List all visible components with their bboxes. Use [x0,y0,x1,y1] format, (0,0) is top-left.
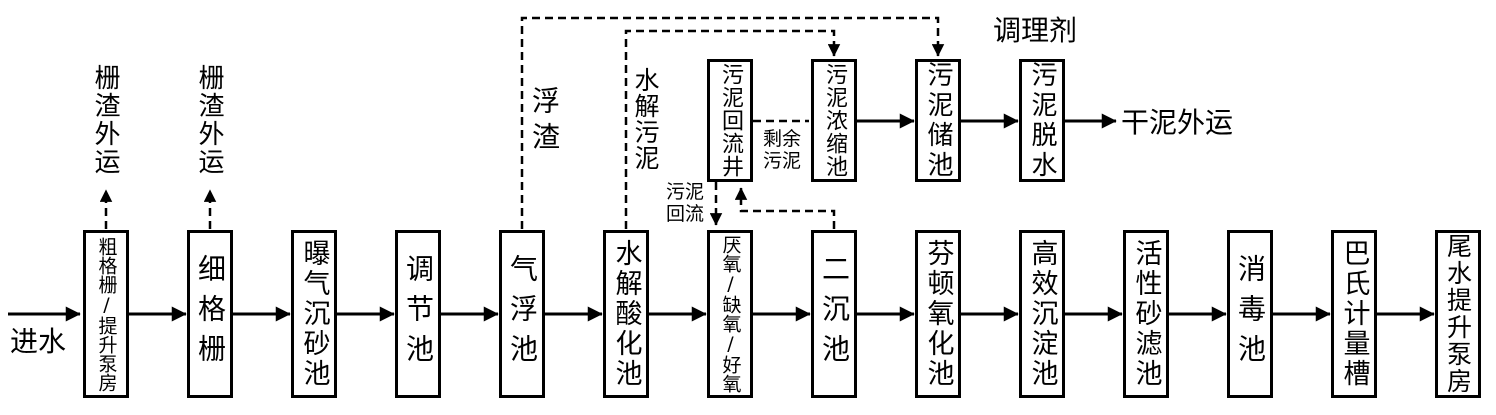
screenings-out-label-2: 栅渣外运 [194,64,224,176]
dashed-hydrolysis-sludge-to-thickener [624,29,841,229]
process-box-label: 曝气沉砂池 [298,239,330,389]
process-box-fine-screen: 细格栅 [187,230,233,398]
process-box-active-sand-filter: 活性砂滤池 [1123,230,1169,398]
hydrolysis-sludge-label: 水解污泥 [631,67,660,171]
process-box-label: 巴氏计量槽 [1338,239,1370,389]
inlet-label: 进水 [10,325,67,358]
process-box-label: 水解酸化池 [610,239,642,389]
screenings-out-label-1: 栅渣外运 [90,64,120,176]
process-box-label: 芬顿氧化池 [922,239,954,389]
process-box-fenton-oxidation-tank: 芬顿氧化池 [915,230,961,398]
process-box-sludge-thickener: 污泥浓缩池 [811,59,857,182]
process-box-hydrolysis-acidification-tank: 水解酸化池 [603,230,649,398]
process-box-high-efficiency-sedimentation: 高效沉淀池 [1019,230,1065,398]
process-box-sludge-return-well: 污泥回流井 [707,59,753,182]
process-box-disinfection-tank: 消毒池 [1227,230,1273,398]
sludge-return-label: 污泥 回流 [666,181,705,225]
process-box-aerated-grit-chamber: 曝气沉砂池 [291,230,337,398]
process-box-label: 粗格栅/提升泵房 [95,236,118,392]
process-box-label: 污泥浓缩池 [822,63,847,178]
process-box-label: 细格栅 [194,254,227,374]
process-box-tailwater-lift-pump-house: 尾水提升泵房 [1435,230,1481,398]
process-box-label: 厌氧/缺氧/好氧 [719,235,742,393]
process-box-sludge-dewatering: 污泥脱水 [1019,59,1065,182]
dashed-scum-to-sludge-storage [520,16,945,229]
conditioner-label: 调理剂 [993,14,1078,47]
process-box-sludge-storage-tank: 污泥储池 [915,59,961,182]
process-box-label: 调节池 [402,254,435,374]
process-box-coarse-screen-lift-pump: 粗格栅/提升泵房 [83,230,129,398]
surplus-sludge-label: 剩余 污泥 [763,128,802,172]
process-box-secondary-clarifier: 二沉池 [811,230,857,398]
process-box-air-flotation-tank: 气浮池 [499,230,545,398]
process-box-label: 消毒池 [1234,254,1267,374]
process-box-parshall-flume: 巴氏计量槽 [1331,230,1377,398]
process-box-label: 二沉池 [818,254,851,374]
process-box-label: 污泥储池 [923,60,953,181]
dry-sludge-out-label: 干泥外运 [1121,106,1234,139]
process-box-label: 污泥脱水 [1027,60,1057,181]
process-box-label: 高效沉淀池 [1026,239,1058,389]
process-box-label: 尾水提升泵房 [1443,233,1473,395]
process-box-label: 活性砂滤池 [1130,239,1162,389]
process-box-label: 气浮池 [506,254,539,374]
dashed-clarifier-to-return-well [734,187,836,229]
scum-label: 浮渣 [528,86,561,158]
process-box-anaerobic-anoxic-aerobic: 厌氧/缺氧/好氧 [707,230,753,398]
process-box-label: 污泥回流井 [718,63,743,178]
process-box-equalization-tank: 调节池 [395,230,441,398]
